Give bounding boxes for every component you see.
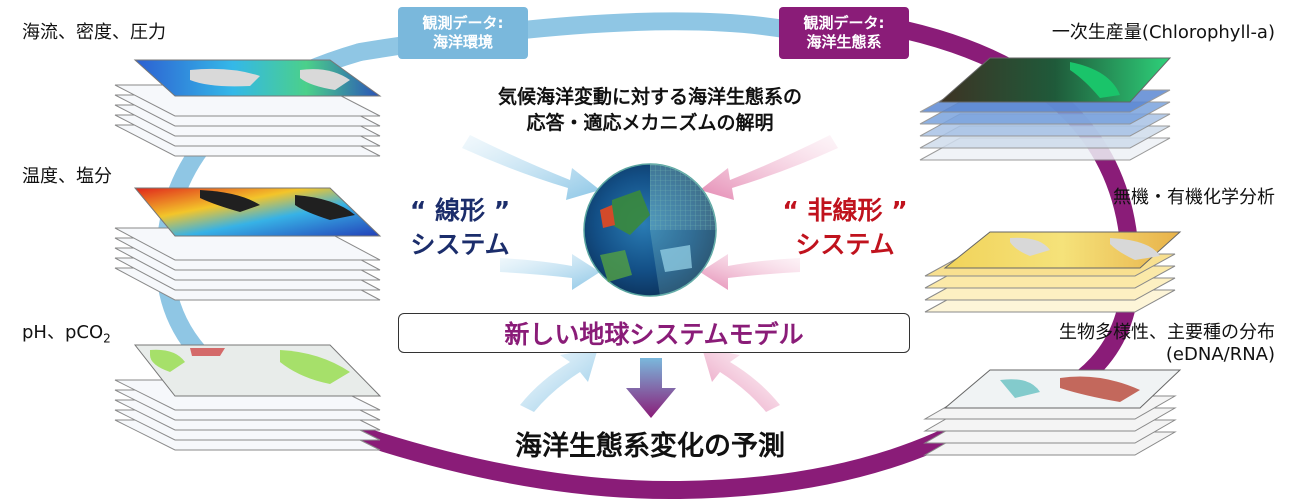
tag-observation-ecosystem: 観測データ: 海洋生態系 <box>779 7 909 59</box>
earth-model-globe <box>583 163 717 297</box>
center-title-line1: 気候海洋変動に対する海洋生態系の <box>497 86 802 108</box>
tag-observation-environment-line2: 海洋環境 <box>432 33 493 51</box>
tag-observation-ecosystem-line1: 観測データ: <box>803 14 885 32</box>
label-ph-pco2-subscript: 2 <box>103 331 111 346</box>
map-stack-biodiversity <box>923 369 1182 456</box>
tag-observation-environment-line1: 観測データ: <box>422 14 504 32</box>
map-stack-ph <box>114 344 382 451</box>
center-title: 気候海洋変動に対する海洋生態系の 応答・適応メカニズムの解明 <box>440 84 860 136</box>
arrow-upper-right <box>700 135 838 200</box>
label-biodiversity: 生物多様性、主要種の分布 <box>1059 322 1275 343</box>
nonlinear-system-label: “ 非線形 ” システム <box>770 194 920 262</box>
tag-observation-ecosystem-line2: 海洋生態系 <box>806 33 882 51</box>
arrow-lower-left <box>500 254 600 290</box>
nonlinear-system-line2: システム <box>795 230 895 259</box>
map-stack-chlorophyll <box>919 57 1172 161</box>
map-stack-chemistry <box>924 231 1182 313</box>
map-stack-temperature <box>114 187 382 301</box>
ecosystem-prediction-label: 海洋生態系変化の予測 <box>515 431 785 462</box>
arrow-down-to-prediction <box>626 358 676 418</box>
linear-system-line2: システム <box>410 230 510 259</box>
arrow-lower-right <box>700 254 800 290</box>
label-temperature-salinity: 温度、塩分 <box>22 166 112 187</box>
arrow-upper-left <box>462 135 600 200</box>
map-stack-currents <box>114 59 382 157</box>
linear-system-label: “ 線形 ” システム <box>395 194 525 262</box>
earth-system-model-box: 新しい地球システムモデル <box>398 313 910 353</box>
label-ph-pco2: pH、pCO2 <box>22 318 111 346</box>
label-currents: 海流、密度、圧力 <box>22 22 166 43</box>
label-chlorophyll: 一次生産量(Chlorophyll-a) <box>1051 22 1275 43</box>
center-title-line2: 応答・適応メカニズムの解明 <box>526 112 774 134</box>
tag-observation-environment: 観測データ: 海洋環境 <box>398 7 528 59</box>
nonlinear-system-line1: “ 非線形 ” <box>782 196 908 225</box>
label-chemical-analysis: 無機・有機化学分析 <box>1113 187 1275 208</box>
arrow-bottom-right <box>702 348 780 412</box>
arrow-bottom-left <box>520 348 598 412</box>
label-ph-pco2-text: pH、pCO <box>22 322 104 343</box>
label-edna: (eDNA/RNA) <box>1165 344 1275 365</box>
purple-arc-bottom <box>327 412 985 500</box>
linear-system-line1: “ 線形 ” <box>409 196 511 225</box>
